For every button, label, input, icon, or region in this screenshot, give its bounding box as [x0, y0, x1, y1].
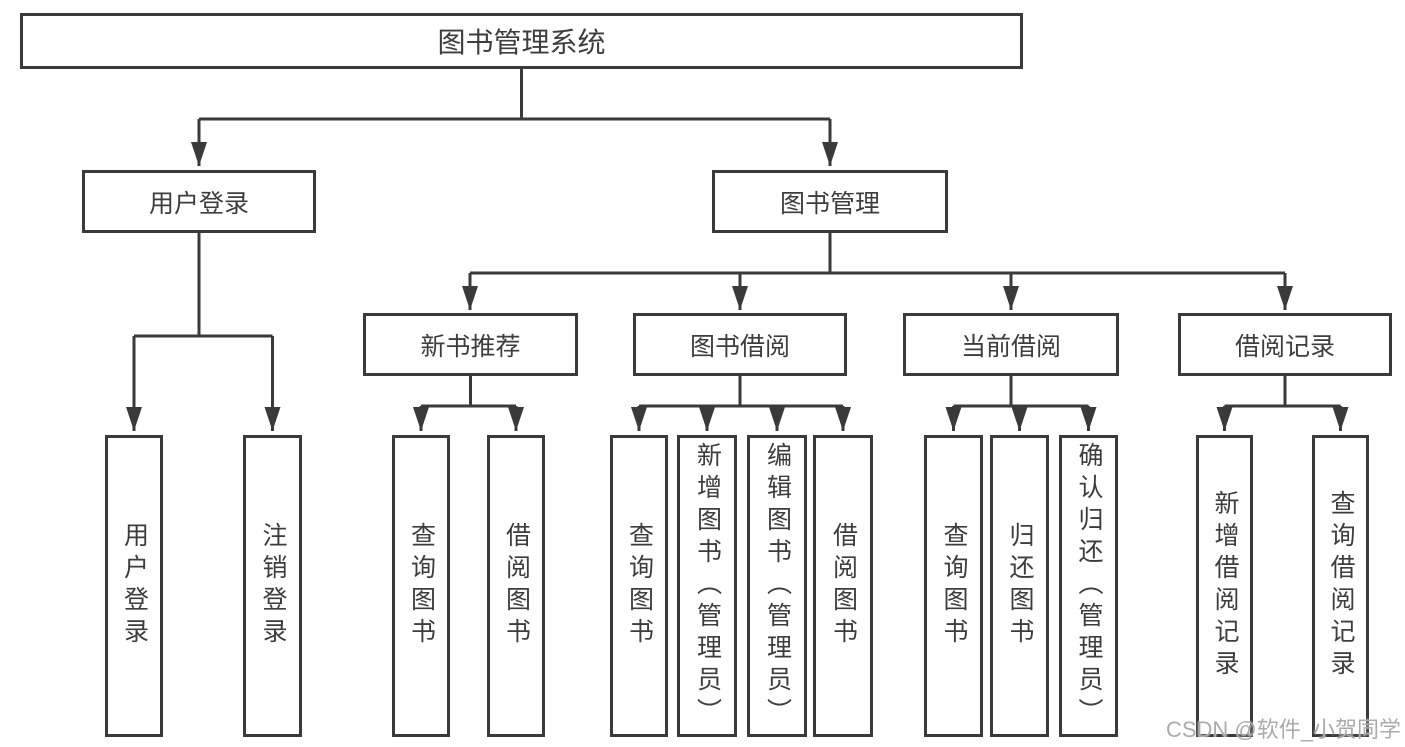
- leaf-borrow-books-recommend: 借阅图书: [487, 435, 545, 737]
- leaf-borrow-books-recommend-label: 借阅图书: [502, 522, 531, 650]
- leaf-edit-book-admin-label: 编辑图书（管理员）: [763, 442, 792, 730]
- connector-user-login-children: [126, 233, 281, 431]
- leaf-query-borrow-record: 查询借阅记录: [1312, 435, 1369, 737]
- node-borrowing-records-label: 借阅记录: [1234, 332, 1335, 361]
- connector-root-to-level2: [191, 69, 838, 166]
- leaf-add-book-admin: 新增图书（管理员）: [677, 435, 737, 737]
- leaf-add-borrow-record: 新增借阅记录: [1196, 435, 1253, 737]
- leaf-logout: 注销登录: [243, 435, 302, 737]
- node-book-management: 图书管理: [712, 170, 948, 233]
- node-book-management-label: 图书管理: [779, 189, 880, 218]
- leaf-query-books-borrowing: 查询图书: [610, 435, 668, 737]
- leaf-confirm-return-admin-label: 确认归还（管理员）: [1075, 442, 1103, 730]
- node-new-book-recommend: 新书推荐: [363, 313, 578, 376]
- leaf-query-books-current-label: 查询图书: [940, 522, 968, 650]
- leaf-edit-book-admin: 编辑图书（管理员）: [747, 435, 807, 737]
- node-root-label: 图书管理系统: [437, 27, 606, 58]
- leaf-logout-label: 注销登录: [259, 522, 287, 650]
- node-root: 图书管理系统: [20, 13, 1023, 69]
- node-book-borrowing: 图书借阅: [633, 313, 847, 376]
- leaf-query-borrow-record-label: 查询借阅记录: [1327, 490, 1355, 682]
- connector-book-borrowing-children: [631, 376, 851, 431]
- leaf-query-books-current: 查询图书: [924, 435, 983, 737]
- node-book-borrowing-label: 图书借阅: [689, 332, 790, 361]
- leaf-borrow-books-borrowing-label: 借阅图书: [829, 522, 858, 650]
- leaf-borrow-books-borrowing: 借阅图书: [813, 435, 873, 737]
- leaf-return-books-label: 归还图书: [1006, 522, 1034, 650]
- csdn-watermark: CSDN @软件_小贺同学: [1165, 717, 1401, 742]
- node-borrowing-records: 借阅记录: [1178, 313, 1392, 376]
- leaf-query-books-recommend-label: 查询图书: [407, 522, 436, 650]
- leaf-query-books-borrowing-label: 查询图书: [625, 522, 654, 650]
- connector-current-borrowing-children: [945, 376, 1097, 431]
- leaf-user-login-label: 用户登录: [120, 522, 149, 650]
- connector-book-management-children: [462, 233, 1293, 310]
- leaf-query-books-recommend: 查询图书: [392, 435, 450, 737]
- connector-borrowing-records-children: [1216, 376, 1349, 431]
- node-new-book-recommend-label: 新书推荐: [420, 332, 521, 361]
- node-current-borrowing-label: 当前借阅: [960, 332, 1061, 361]
- leaf-return-books: 归还图书: [990, 435, 1049, 737]
- node-current-borrowing: 当前借阅: [903, 313, 1119, 376]
- leaf-user-login: 用户登录: [105, 435, 163, 737]
- connector-new-book-recommend-children: [413, 376, 524, 431]
- leaf-confirm-return-admin: 确认归还（管理员）: [1059, 435, 1118, 737]
- leaf-add-borrow-record-label: 新增借阅记录: [1211, 490, 1239, 682]
- node-user-login: 用户登录: [82, 170, 316, 233]
- node-user-login-label: 用户登录: [148, 189, 249, 218]
- leaf-add-book-admin-label: 新增图书（管理员）: [693, 442, 722, 730]
